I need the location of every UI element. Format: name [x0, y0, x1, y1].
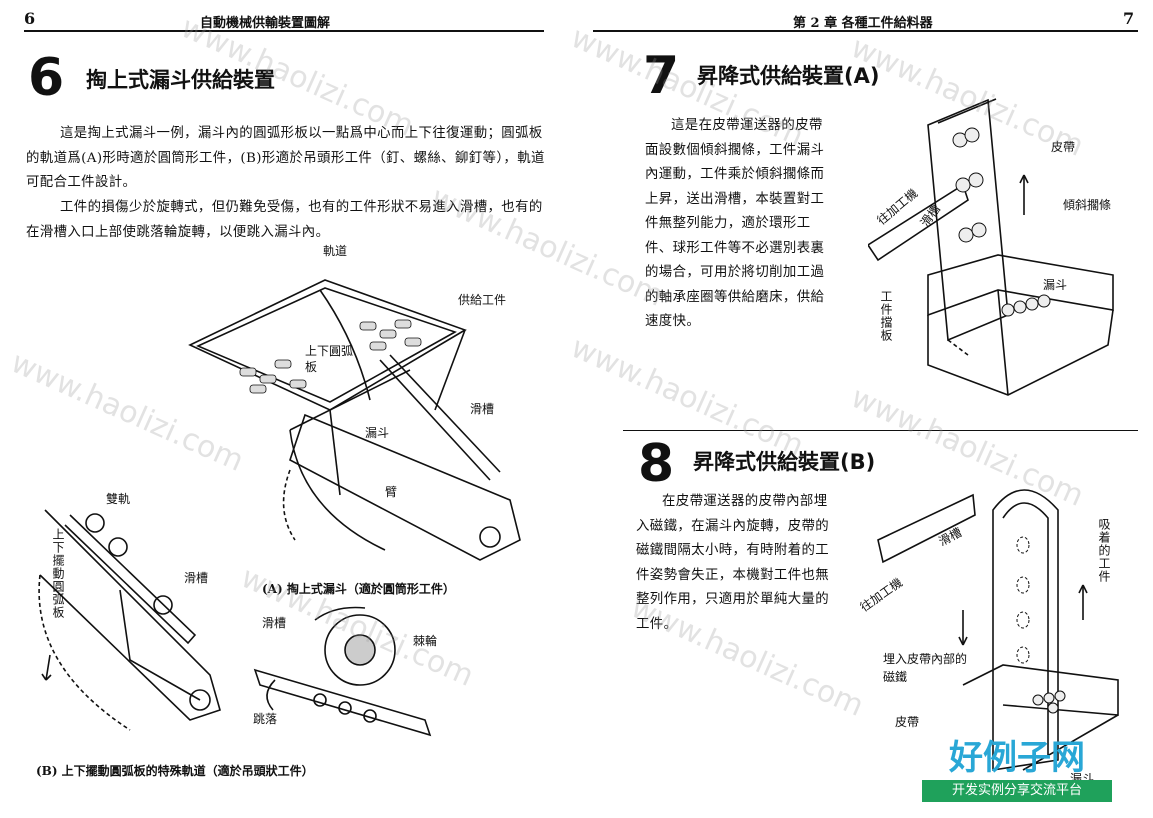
section-number-8: 8	[638, 434, 675, 494]
label-arc-plate: 上下圓弧板	[305, 344, 354, 374]
left-page: 6 自動機械供輸裝置圖解 6 掏上式漏斗供給裝置 這是掏上式漏斗一例，漏斗內的圓…	[0, 0, 570, 818]
header-rule-right	[593, 30, 1138, 32]
label-hopper-a: 漏斗	[365, 426, 390, 440]
section-title-8: 昇降式供給裝置(B)	[693, 450, 876, 474]
label-stopper: 工件擋板	[879, 290, 893, 342]
belt-lifter-diagram-a	[868, 98, 1114, 396]
label-arm: 臂	[385, 485, 398, 499]
paragraph-1: 這是掏上式漏斗一例，漏斗內的圓弧形板以一點爲中心而上下往復運動；圓弧板的軌道爲(…	[26, 126, 545, 190]
page-number-left: 6	[24, 9, 36, 28]
figure-b-caption: (B) 上下擺動圓弧板的特殊軌道（適於吊頭狀工件）	[36, 764, 314, 778]
logo-subtitle: 开发实例分享交流平台	[922, 780, 1112, 802]
label-chute-c: 滑槽	[262, 616, 287, 630]
hopper-diagram-a	[188, 279, 521, 561]
label-chute-b: 滑槽	[184, 571, 209, 585]
section7-text: 這是在皮帶運送器的皮帶面設數個傾斜擱條，工件漏斗內運動，工件乘於傾斜擱條而上昇，…	[645, 118, 825, 329]
logo-title: 好例子网	[949, 738, 1085, 778]
site-logo[interactable]: 好例子网 开发实例分享交流平台	[922, 736, 1112, 808]
label-double-track: 雙軌	[106, 492, 131, 506]
label-magnet: 埋入皮帶內部的磁鐵	[883, 652, 968, 684]
label-attached-workpiece: 吸着的工件	[1097, 518, 1111, 583]
page-number-right: 7	[1123, 9, 1135, 28]
right-page: 第 2 章 各種工件給料器 7 7 昇降式供給裝置(A) 這是在皮帶運送器的皮帶…	[583, 0, 1153, 818]
label-slat: 傾斜擱條	[1063, 198, 1112, 212]
label-hopper-7: 漏斗	[1043, 278, 1068, 292]
section-number-7: 7	[643, 46, 680, 106]
section8-text: 在皮帶運送器的皮帶內部埋入磁鐵，在漏斗內旋轉，皮帶的磁鐵間隔太小時，有時附着的工…	[636, 494, 830, 632]
label-belt-8: 皮帶	[895, 715, 920, 729]
section-divider	[623, 430, 1138, 431]
label-track: 軌道	[323, 244, 348, 258]
paragraph-2: 工件的損傷少於旋轉式，但仍難免受傷，也有的工件形狀不易進入滑槽，也有的在滑槽入口…	[26, 200, 543, 240]
section-title-7: 昇降式供給裝置(A)	[697, 64, 880, 88]
swing-plate-diagram-b	[38, 509, 221, 731]
section-title-6: 掏上式漏斗供給裝置	[86, 68, 275, 92]
belt-lifter-diagram-b	[877, 489, 1119, 771]
header-rule-left	[24, 30, 544, 32]
label-chute-a: 滑槽	[470, 402, 495, 416]
figure-a-caption: (A) 掏上式漏斗（適於圓筒形工件）	[262, 582, 455, 596]
label-ratchet: 棘輪	[413, 634, 438, 648]
label-supply: 供給工件	[458, 293, 507, 307]
running-header-left: 自動機械供輸裝置圖解	[200, 16, 331, 31]
ratchet-diagram	[253, 606, 432, 737]
label-drop: 跳落	[253, 712, 278, 726]
label-swing-plate: 上下擺動圓弧板	[51, 528, 65, 619]
running-header-right: 第 2 章 各種工件給料器	[793, 16, 933, 31]
label-belt-7: 皮帶	[1051, 140, 1076, 154]
section-number-6: 6	[28, 48, 65, 108]
